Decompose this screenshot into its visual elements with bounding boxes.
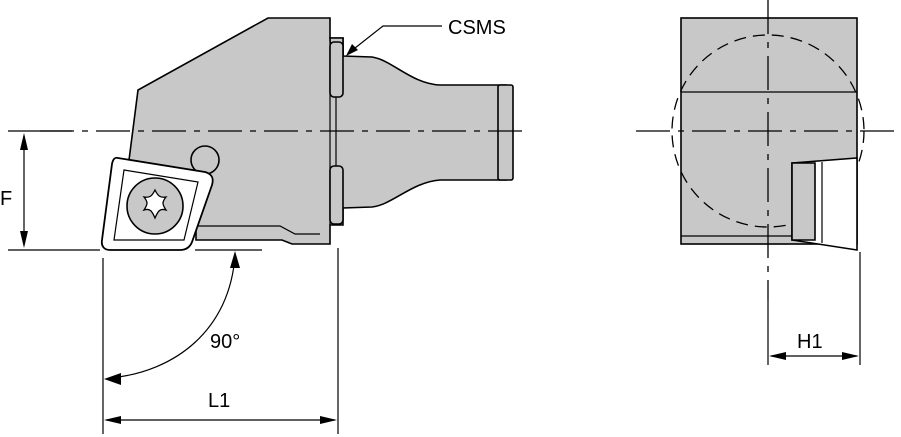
csms-label: CSMS <box>448 17 506 39</box>
clamp-slot-top <box>329 41 344 98</box>
l1-label: L1 <box>208 390 230 412</box>
angle-arc <box>109 254 236 379</box>
relief-edge <box>196 225 320 235</box>
h1-arrow-right <box>842 352 859 360</box>
angle-arrow-top <box>230 251 240 268</box>
torx-screw-icon <box>142 188 168 220</box>
angle-arrow-bottom <box>104 373 121 385</box>
csms-leader-arrow <box>346 44 358 56</box>
h1-label: H1 <box>797 331 823 353</box>
end-view: H1 <box>636 0 898 365</box>
l1-arrow-left <box>104 416 121 424</box>
clamp-slot-bottom <box>329 165 344 225</box>
csms-leader <box>349 25 442 53</box>
end-insert-seat <box>791 162 816 241</box>
insert-inner-edge <box>113 169 199 241</box>
h1-arrow-left <box>769 352 786 360</box>
f-arrow-bottom <box>20 231 28 248</box>
shank-end <box>497 84 514 181</box>
angle-label: 90° <box>210 331 240 353</box>
f-label: F <box>0 188 12 210</box>
l1-arrow-right <box>320 416 337 424</box>
f-arrow-top <box>20 133 28 150</box>
cutting-insert <box>100 156 214 251</box>
side-view: CSMS F 90° L1 <box>0 17 530 434</box>
